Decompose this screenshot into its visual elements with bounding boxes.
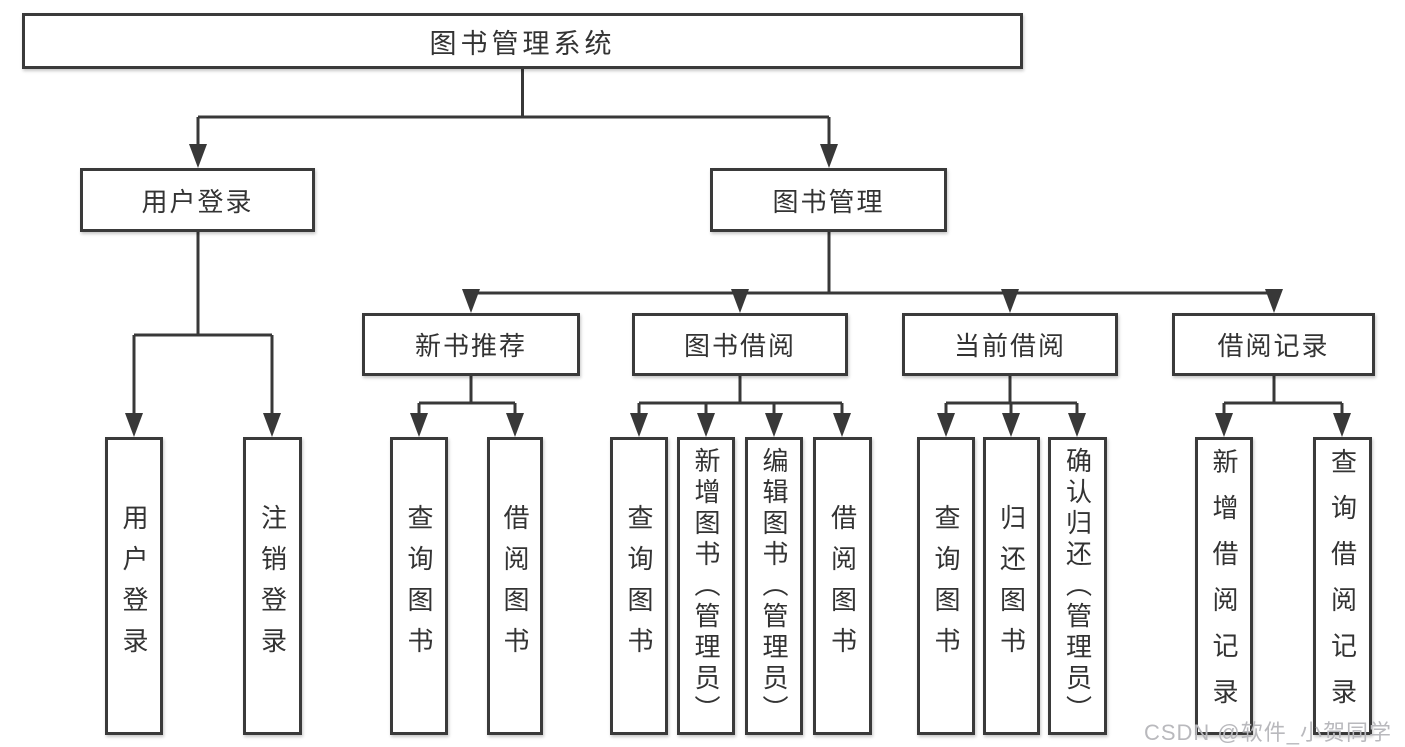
node-label: 当前借阅 — [953, 331, 1066, 361]
node-current-borrowing: 当前借阅 — [902, 313, 1118, 376]
leaf-logout: 注销登录 — [243, 437, 302, 735]
node-label: 用户登录 — [141, 186, 254, 217]
leaf-return-books: 归还图书 — [983, 437, 1040, 735]
node-label: 新增图书（管理员） — [691, 446, 721, 726]
node-new-book-recommend: 新书推荐 — [362, 313, 580, 376]
node-label: 图书管理系统 — [429, 28, 616, 59]
arrowheads — [125, 144, 1351, 437]
node-book-borrowing: 图书借阅 — [632, 313, 848, 376]
node-label: 查询图书 — [931, 504, 961, 668]
leaf-query-books: 查询图书 — [917, 437, 975, 735]
csdn-watermark: CSDN @软件_小贺同学 — [1143, 720, 1392, 745]
node-book-management: 图书管理 — [710, 168, 947, 232]
node-label: 借阅图书 — [827, 504, 858, 668]
leaf-query-borrow-record: 查询借阅记录 — [1313, 437, 1372, 735]
node-book-management-system: 图书管理系统 — [22, 13, 1023, 69]
leaf-borrow-books: 借阅图书 — [813, 437, 872, 735]
leaf-query-books: 查询图书 — [610, 437, 668, 735]
node-label: 用户登录 — [119, 504, 149, 668]
connector-current-borrow — [944, 376, 1079, 421]
connector-root — [196, 69, 831, 148]
connector-new-book-rec — [417, 376, 517, 421]
node-borrowing-records: 借阅记录 — [1172, 313, 1375, 376]
leaf-confirm-return-admin: 确认归还（管理员） — [1048, 437, 1107, 735]
node-label: 借阅记录 — [1217, 331, 1330, 361]
node-label: 查询图书 — [624, 504, 654, 668]
node-label: 图书管理 — [772, 186, 885, 217]
node-label: 注销登录 — [257, 504, 288, 668]
node-label: 确认归还（管理员） — [1062, 446, 1093, 726]
leaf-edit-books-admin: 编辑图书（管理员） — [745, 437, 803, 735]
connector-user-login — [132, 232, 274, 421]
leaf-user-login: 用户登录 — [105, 437, 163, 735]
node-label: 归还图书 — [996, 504, 1027, 668]
node-label: 查询图书 — [404, 504, 434, 668]
node-label: 新增借阅记录 — [1209, 448, 1239, 724]
leaf-query-books: 查询图书 — [390, 437, 448, 735]
connector-book-borrow — [637, 376, 844, 421]
node-label: 借阅图书 — [500, 504, 530, 668]
node-user-login: 用户登录 — [80, 168, 315, 232]
node-label: 查询借阅记录 — [1327, 448, 1358, 724]
leaf-borrow-books: 借阅图书 — [487, 437, 543, 735]
leaf-add-books-admin: 新增图书（管理员） — [677, 437, 735, 735]
connector-book-mgmt — [469, 232, 1276, 297]
node-label: 编辑图书（管理员） — [759, 446, 789, 726]
node-label: 图书借阅 — [683, 331, 796, 361]
leaf-add-borrow-record: 新增借阅记录 — [1195, 437, 1253, 735]
connector-borrow-records — [1222, 376, 1344, 421]
node-label: 新书推荐 — [414, 331, 527, 361]
